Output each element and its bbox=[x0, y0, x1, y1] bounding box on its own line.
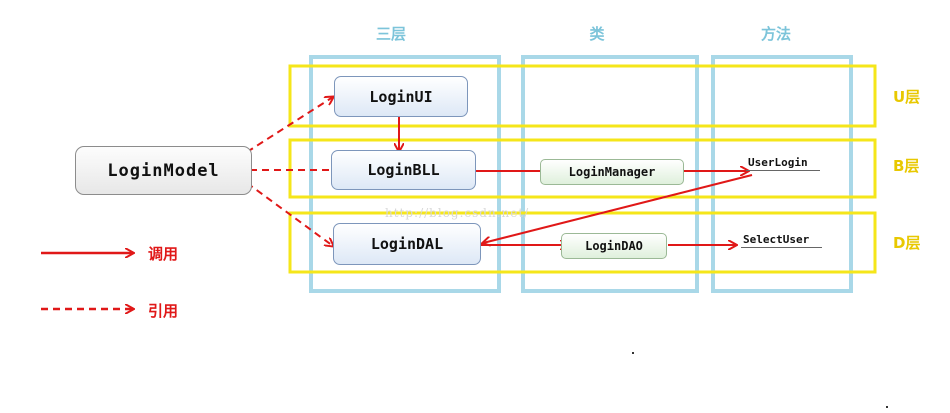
column-title-class: 类 bbox=[589, 25, 605, 43]
bll-layer-band bbox=[288, 138, 877, 199]
legend-label-call: 调用 bbox=[148, 245, 179, 263]
stray-dot bbox=[886, 406, 888, 408]
reference-arrow-model-dal bbox=[246, 182, 333, 246]
column-title-method: 方法 bbox=[760, 25, 791, 43]
stray-dot bbox=[632, 352, 634, 354]
login-bll-node: LoginBLL bbox=[331, 150, 476, 190]
ui-layer-band bbox=[288, 64, 877, 128]
tier-column-frame bbox=[309, 55, 501, 293]
login-dao-node: LoginDAO bbox=[561, 233, 667, 259]
dal-layer-band bbox=[288, 211, 877, 274]
login-model-node: LoginModel bbox=[75, 146, 252, 195]
reference-arrow-model-ui bbox=[246, 97, 333, 153]
layer-label-bll: B层 bbox=[893, 157, 920, 175]
method-select-user: SelectUser bbox=[741, 233, 822, 248]
login-dal-node: LoginDAL bbox=[333, 223, 481, 265]
legend-label-reference: 引用 bbox=[148, 302, 179, 320]
watermark: http://blog.csdn.net/ bbox=[385, 206, 530, 220]
call-arrow-userlogin-dal bbox=[483, 174, 753, 243]
class-column-frame bbox=[521, 55, 699, 293]
column-title-tier: 三层 bbox=[375, 25, 406, 43]
layer-label-dal: D层 bbox=[893, 234, 921, 252]
login-ui-node: LoginUI bbox=[334, 76, 468, 117]
layer-label-ui: U层 bbox=[893, 88, 921, 106]
method-column-frame bbox=[711, 55, 853, 293]
login-manager-node: LoginManager bbox=[540, 159, 684, 185]
method-user-login: UserLogin bbox=[746, 156, 820, 171]
